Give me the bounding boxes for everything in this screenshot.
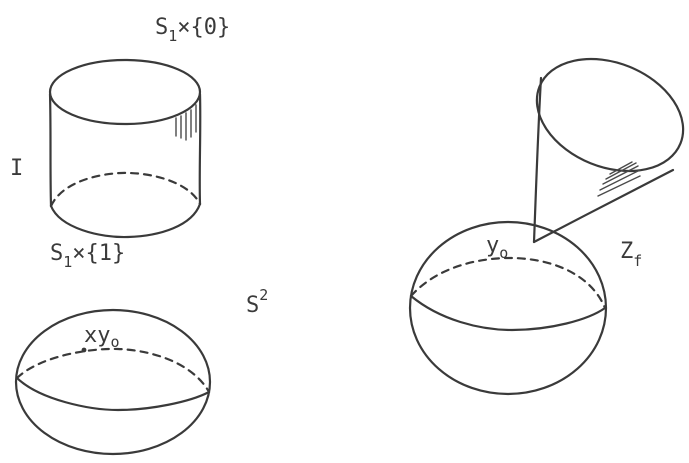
left-sphere-outline [14, 308, 212, 456]
right-sphere-equator-back [409, 256, 607, 310]
left-base-point [81, 347, 87, 353]
cylinder-right-side [198, 92, 202, 206]
cylinder-left-side [48, 92, 53, 208]
cone-base-ellipse [535, 57, 685, 173]
cone-shading [597, 161, 641, 197]
label-sphere: S2 [246, 286, 268, 318]
cone [532, 57, 685, 244]
label-bottom-circle: S1×{1} [50, 241, 125, 271]
left-sphere [14, 308, 212, 456]
label-cone: Zf [620, 239, 642, 270]
cylinder-bottom-back [49, 171, 202, 208]
cylinder-bottom-front [49, 202, 202, 239]
left-sphere-equator-front [15, 376, 211, 412]
label-top-circle: S1×{0} [155, 15, 230, 45]
cylinder-shading [175, 104, 197, 141]
cone-right-generator [532, 168, 675, 244]
right-sphere-equator-front [409, 294, 607, 332]
cylinder [48, 58, 202, 239]
cone-left-generator [532, 76, 543, 244]
left-sphere-equator-back [15, 347, 211, 394]
label-interval: I [10, 156, 23, 181]
label-left-point: xyo [84, 323, 120, 351]
cylinder-top-ellipse [48, 58, 202, 126]
right-sphere [408, 220, 608, 396]
label-right-point: yo [486, 233, 508, 262]
